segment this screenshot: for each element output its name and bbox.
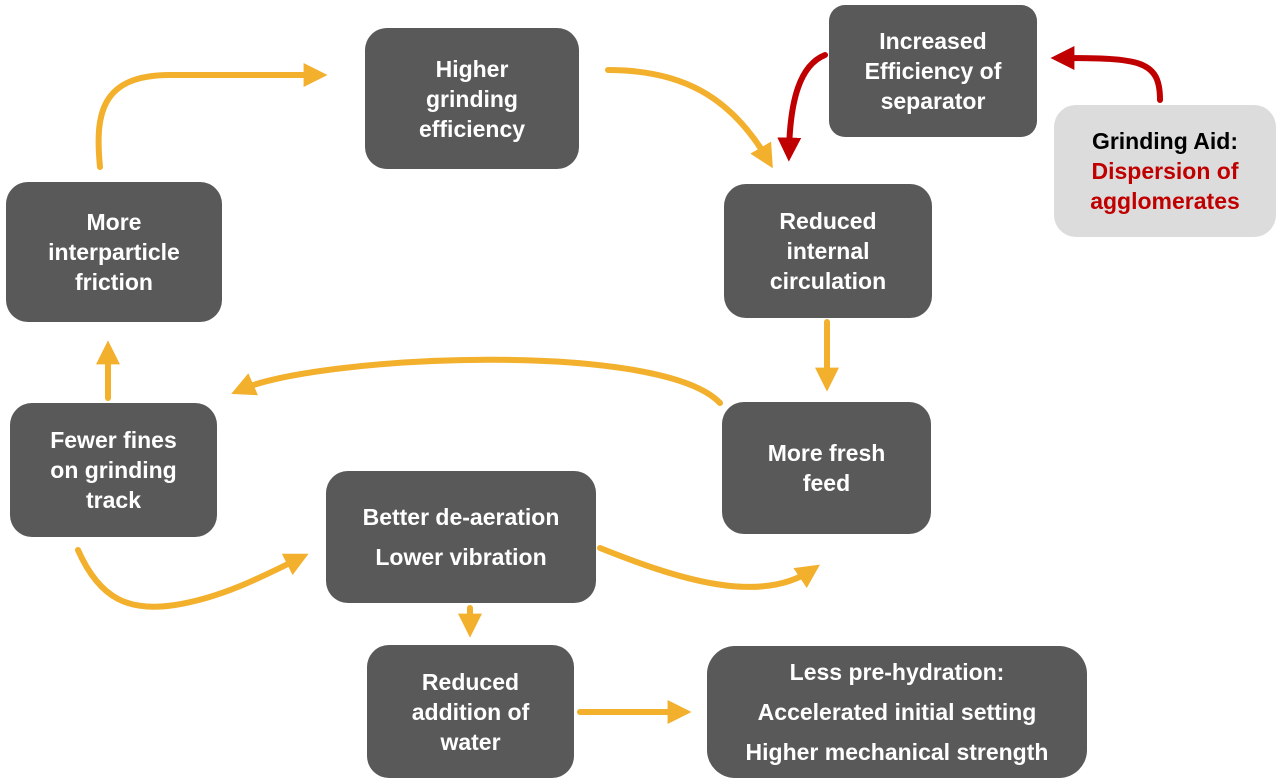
node-text-line: track: [86, 487, 141, 513]
node-text-line: Accelerated initial setting: [757, 699, 1037, 725]
node-grinding-aid: Grinding Aid: Dispersion of agglomerates: [1054, 105, 1276, 237]
node-text-line: feed: [802, 470, 851, 496]
node-better-deaeration: Better de-aeration Lower vibration: [326, 471, 596, 603]
node-text-line: Increased: [879, 28, 987, 54]
grinding-aid-effect-line: Dispersion of: [1091, 158, 1239, 184]
node-text-line: circulation: [769, 268, 887, 294]
node-more-interparticle-friction: More interparticle friction: [6, 182, 222, 322]
node-text-line: addition of: [411, 698, 530, 725]
grinding-aid-effect-line: agglomerates: [1090, 188, 1240, 214]
node-less-prehydration: Less pre-hydration: Accelerated initial …: [707, 646, 1087, 778]
arrow-aid-to-separator: [1050, 46, 1163, 103]
node-text-line: Lower vibration: [375, 544, 547, 570]
node-text-line: Higher mechanical strength: [745, 739, 1049, 765]
node-text-line: Efficiency of: [864, 58, 1002, 84]
node-text-line: water: [440, 728, 501, 755]
node-reduced-internal-circulation: Reduced internal circulation: [724, 184, 932, 318]
node-text-line: Less pre-hydration:: [789, 659, 1005, 685]
node-text-line: More fresh: [767, 440, 886, 466]
node-increased-efficiency-separator: Increased Efficiency of separator: [829, 5, 1037, 137]
node-text-line: separator: [880, 88, 986, 114]
arrow-fines-to-deaeration: [75, 547, 309, 610]
grinding-aid-label: Grinding Aid:: [1091, 128, 1239, 154]
node-text-line: More: [86, 209, 142, 235]
node-text-line: Higher: [435, 55, 509, 82]
arrow-deaeration-to-feed: [597, 545, 820, 590]
node-text-line: interparticle: [48, 239, 180, 265]
node-text-line: Fewer fines: [50, 427, 177, 453]
arrow-friction-to-efficiency: [95, 63, 328, 170]
node-text-line: on grinding: [50, 457, 177, 483]
node-text-line: Reduced: [421, 668, 520, 695]
node-higher-grinding-efficiency: Higher grinding efficiency: [365, 28, 579, 169]
arrow-efficiency-to-circulation: [605, 67, 773, 169]
node-reduced-water: Reduced addition of water: [367, 645, 574, 778]
node-text-line: Reduced: [779, 208, 877, 234]
node-text-line: internal: [786, 238, 870, 264]
node-text-line: Better de-aeration: [362, 504, 560, 530]
arrow-separator-to-circulation: [777, 52, 828, 162]
node-fewer-fines: Fewer fines on grinding track: [10, 403, 217, 537]
node-text-line: efficiency: [418, 115, 526, 142]
arrow-feed-to-fines: [231, 356, 723, 406]
node-text-line: friction: [75, 269, 153, 295]
node-more-fresh-feed: More fresh feed: [722, 402, 931, 534]
node-text-line: grinding: [426, 85, 518, 112]
